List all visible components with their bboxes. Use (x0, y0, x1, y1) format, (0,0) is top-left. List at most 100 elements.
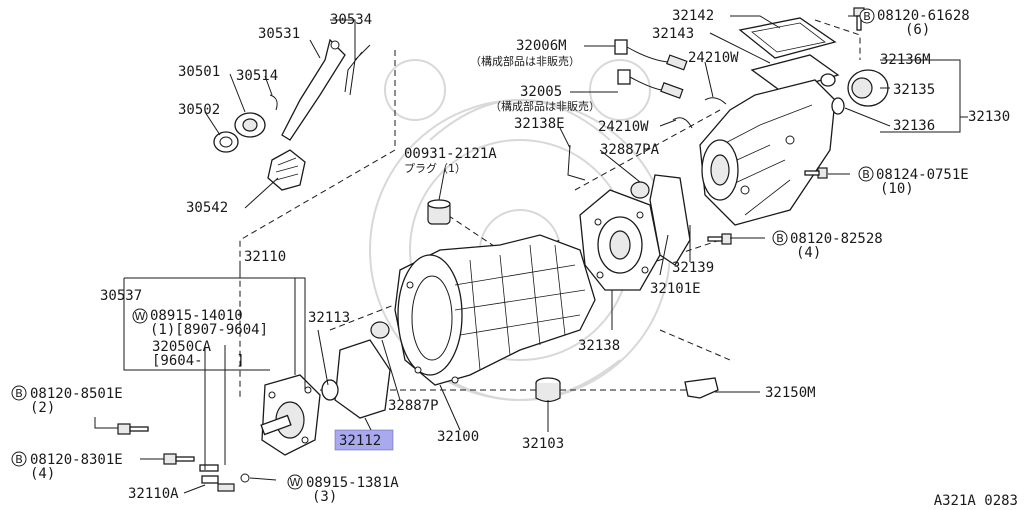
part-32112-gasket (334, 339, 391, 419)
label-32050ca: 32050CA (152, 339, 212, 355)
label-32006m: 32006M (516, 38, 567, 54)
bolt-08120-82528 (707, 233, 732, 245)
svg-text:B: B (15, 387, 23, 400)
label-32142: 32142 (672, 8, 714, 24)
part-00931-plug (427, 199, 451, 225)
note-00931: プラグ（1） (404, 161, 466, 175)
part-24210w-clip-a (704, 97, 727, 105)
highlight-32112 (334, 429, 394, 451)
qty-08915-1381a: (3) (312, 489, 337, 505)
qty-08124-0751e: (10) (880, 181, 914, 197)
label-08120-8501e: 08120-8501E (30, 386, 123, 402)
part-30501-bearing (234, 112, 266, 138)
part-32130-extension-housing (699, 79, 836, 226)
label-08915-14010: 08915-14010 (150, 308, 243, 324)
label-24210w-b: 24210W (598, 119, 649, 135)
label-30537: 30537 (100, 288, 142, 304)
part-32138e-breather (567, 144, 586, 181)
part-32110-front-cover (260, 374, 321, 456)
part-32113-seal (321, 379, 339, 401)
part-32110a-pin (201, 475, 235, 492)
label-32103: 32103 (522, 436, 564, 452)
label-08120-8301e: 08120-8301E (30, 452, 123, 468)
range-08915-14010: (1)[8907-9604] (150, 322, 268, 338)
note-32005: （構成部品は非販売） (490, 99, 600, 113)
label-32138: 32138 (578, 338, 620, 354)
label-30502: 30502 (178, 102, 220, 118)
label-32113: 32113 (308, 310, 350, 326)
bolt-icon: B (858, 166, 874, 182)
range-32050ca: [9604- ] (152, 353, 245, 369)
part-32100-transmission-case (394, 234, 596, 386)
part-32142-cover (738, 17, 837, 59)
label-32130: 32130 (968, 109, 1010, 125)
part-32135-bearing (847, 69, 889, 107)
svg-text:B: B (15, 453, 23, 466)
label-08120-82528: 08120-82528 (790, 231, 883, 247)
part-32005-switch (617, 69, 684, 99)
label-32138e: 32138E (514, 116, 565, 132)
label-24210w-a: 24210W (688, 50, 739, 66)
label-32135: 32135 (893, 82, 935, 98)
label-30514: 30514 (236, 68, 278, 84)
svg-text:B: B (862, 168, 870, 181)
part-30534-clip (344, 44, 371, 96)
part-30502-sleeve (213, 131, 239, 153)
footer-code: A321A 0283 (934, 493, 1018, 509)
label-30542: 30542 (186, 200, 228, 216)
washer-icon: W (132, 308, 148, 324)
part-labels: 30534 30531 30501 30514 30502 30542 3214… (30, 8, 1018, 509)
svg-text:W: W (135, 310, 146, 323)
bolt-icon: B (11, 451, 27, 467)
part-32887p-bushing (370, 321, 390, 339)
label-08120-61628: 08120-61628 (877, 8, 970, 24)
qty-08120-8501e: (2) (30, 400, 55, 416)
part-30542-boot (267, 149, 306, 191)
bolt-08120-8301e (163, 453, 195, 465)
svg-text:B: B (863, 10, 871, 23)
part-32143-gasket (750, 54, 840, 93)
label-32100: 32100 (437, 429, 479, 445)
label-32110a: 32110A (128, 486, 179, 502)
part-32006m-switch (614, 39, 688, 71)
label-32136m: 32136M (880, 52, 931, 68)
label-30531: 30531 (258, 26, 300, 42)
label-32005: 32005 (520, 84, 562, 100)
bolt-icon: B (11, 385, 27, 401)
part-32139-gasket (649, 174, 691, 266)
leader-lines (94, 15, 968, 494)
bolt-icon: B (772, 230, 788, 246)
part-24210w-clip-b (672, 117, 693, 129)
label-00931: 00931-2121A (404, 146, 497, 162)
qty-08120-61628: (6) (905, 22, 930, 38)
svg-text:B: B (776, 232, 784, 245)
washer-icon: W (287, 474, 303, 490)
bolt-08120-8501e (117, 423, 149, 435)
label-32143: 32143 (652, 26, 694, 42)
part-32136-seal (831, 97, 845, 115)
label-32101e: 32101E (650, 281, 701, 297)
label-32110: 32110 (244, 249, 286, 265)
label-08915-1381a: 08915-1381A (306, 475, 399, 491)
label-08124-0751e: 08124-0751E (876, 167, 969, 183)
part-32050ca (199, 464, 219, 472)
part-32150m-bracket (684, 377, 719, 399)
label-32887pa: 32887PA (600, 142, 660, 158)
label-32136: 32136 (893, 118, 935, 134)
part-30531-lever (281, 38, 346, 141)
part-32103-mount (535, 377, 561, 403)
label-32887p: 32887P (388, 398, 439, 414)
label-30534: 30534 (330, 12, 372, 28)
part-32101e-adapter-plate (579, 189, 661, 291)
part-30514-clip (269, 94, 278, 111)
bolt-08124-0751e (804, 167, 828, 179)
bolt-icon: B (859, 8, 875, 24)
label-30501: 30501 (178, 64, 220, 80)
washer-08915-1381a (240, 473, 250, 483)
svg-text:W: W (290, 476, 301, 489)
note-32006m: （構成部品は非販売） (470, 54, 580, 68)
qty-08120-8301e: (4) (30, 466, 55, 482)
label-32112: 32112 (339, 433, 381, 449)
qty-08120-82528: (4) (796, 245, 821, 261)
label-32139: 32139 (672, 260, 714, 276)
